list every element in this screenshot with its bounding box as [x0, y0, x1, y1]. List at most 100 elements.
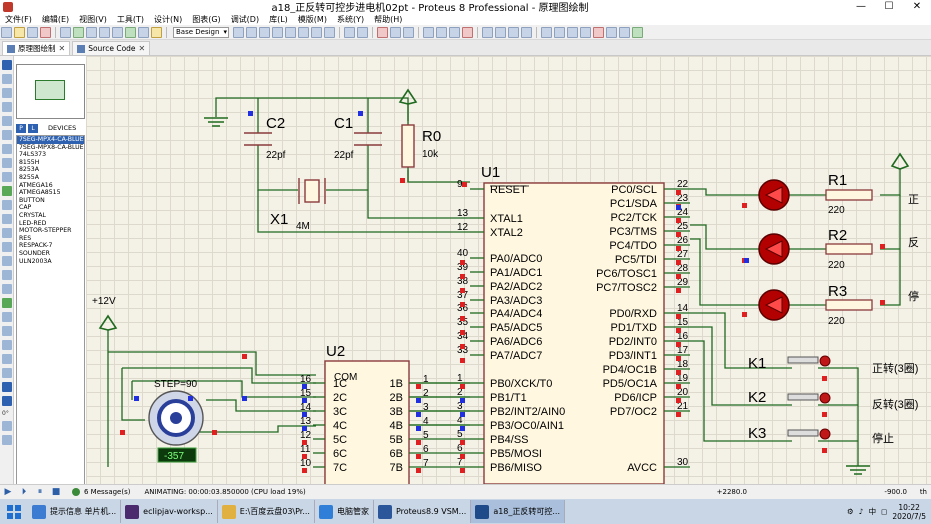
zoom-all-icon[interactable] — [311, 26, 322, 38]
message-count[interactable]: 6 Message(s) — [84, 488, 131, 496]
remove-sheet-icon[interactable] — [593, 26, 604, 38]
device-list-item[interactable]: ATMEGA16 — [19, 181, 53, 189]
zoom-in-icon[interactable] — [285, 26, 296, 38]
subcircuit-icon[interactable] — [2, 144, 12, 154]
junction-icon[interactable] — [2, 88, 12, 98]
device-list-item[interactable]: LED-RED — [19, 219, 47, 227]
led-resistor[interactable] — [825, 299, 873, 311]
device-list-item[interactable]: 8255A — [19, 173, 39, 181]
zoom-area-icon[interactable] — [324, 26, 335, 38]
bom-icon[interactable] — [125, 26, 136, 38]
paste-icon[interactable] — [403, 26, 414, 38]
arc-icon[interactable] — [2, 312, 12, 322]
taskbar-item[interactable]: Proteus8.9 VSM... — [374, 500, 472, 523]
path-icon[interactable] — [2, 326, 12, 336]
device-list-item[interactable]: 74LS373 — [19, 151, 47, 159]
close-button[interactable]: ✕ — [912, 1, 922, 12]
pause-icon[interactable]: ⏸ — [37, 487, 43, 497]
pcb-icon[interactable] — [86, 26, 97, 38]
device-list-item[interactable]: ATMEGA8515 — [19, 189, 61, 197]
marker-icon[interactable] — [2, 368, 12, 378]
current-probe-icon[interactable] — [2, 242, 12, 252]
menu-tools[interactable]: 工具(T) — [116, 14, 144, 24]
wire-autorouter-icon[interactable] — [541, 26, 552, 38]
wire-label-icon[interactable] — [2, 102, 12, 112]
menu-library[interactable]: 库(L) — [269, 14, 288, 24]
menu-system[interactable]: 系统(Y) — [336, 14, 365, 24]
device-list-item[interactable]: BUTTON — [19, 196, 45, 204]
copy-icon[interactable] — [390, 26, 401, 38]
button-cap[interactable] — [787, 429, 819, 437]
step-icon[interactable]: ⏵ — [21, 487, 27, 497]
device-list-item[interactable]: 7SEG-MPX4-CA-BLUE — [17, 136, 84, 144]
redo-icon[interactable] — [357, 26, 368, 38]
menu-design[interactable]: 设计(N) — [154, 14, 183, 24]
block-move-icon[interactable] — [436, 26, 447, 38]
graph-icon[interactable] — [2, 186, 12, 196]
device-list-item[interactable]: CAP — [19, 204, 32, 212]
buses-icon[interactable] — [2, 130, 12, 140]
mirror-x-icon[interactable] — [2, 421, 12, 431]
menu-edit[interactable]: 编辑(E) — [41, 14, 70, 24]
device-list-item[interactable]: MOTOR-STEPPER — [19, 227, 72, 235]
play-icon[interactable]: ▶ — [4, 487, 12, 497]
taskbar-item[interactable]: a18_正反转可控... — [471, 500, 566, 523]
tab-source-code[interactable]: Source Code ✕ — [72, 41, 151, 55]
text-icon[interactable] — [2, 340, 12, 350]
tray-settings-icon[interactable]: ⚙ — [847, 507, 854, 516]
box-icon[interactable] — [2, 284, 12, 294]
menu-file[interactable]: 文件(F) — [5, 14, 32, 24]
rotate-cw-icon[interactable] — [2, 382, 12, 392]
symbol-icon[interactable] — [2, 354, 12, 364]
library-manager-button[interactable]: L — [28, 123, 38, 133]
start-button[interactable] — [0, 499, 28, 524]
line-icon[interactable] — [2, 270, 12, 280]
help-icon[interactable] — [151, 26, 162, 38]
grid-icon[interactable] — [246, 26, 257, 38]
tab-schematic[interactable]: 原理图绘制 ✕ — [2, 41, 71, 55]
tray-ime-icon[interactable]: 中 — [868, 507, 877, 516]
virtual-instruments-icon[interactable] — [2, 256, 12, 266]
terminals-icon[interactable] — [2, 158, 12, 168]
menu-debug[interactable]: 调试(D) — [230, 14, 260, 24]
menu-graph[interactable]: 图表(G) — [192, 14, 221, 24]
new-file-icon[interactable] — [1, 26, 12, 38]
stepper-motor[interactable] — [148, 390, 204, 446]
menu-view[interactable]: 视图(V) — [79, 14, 107, 24]
device-list-item[interactable]: RES — [19, 234, 32, 242]
component-mode-icon[interactable] — [2, 74, 12, 84]
pick-device-button[interactable]: P — [16, 123, 26, 133]
overview-window[interactable] — [16, 64, 85, 119]
property-assign-icon[interactable] — [567, 26, 578, 38]
device-pins-icon[interactable] — [2, 172, 12, 182]
u2-driver[interactable] — [324, 360, 410, 484]
save-icon[interactable] — [27, 26, 38, 38]
menu-help[interactable]: 帮助(H) — [374, 14, 403, 24]
generator-icon[interactable] — [2, 214, 12, 224]
button-cap[interactable] — [787, 356, 819, 364]
gerber-icon[interactable] — [112, 26, 123, 38]
origin-icon[interactable] — [259, 26, 270, 38]
device-list-item[interactable]: 8155H — [19, 158, 40, 166]
circle-icon[interactable] — [2, 298, 12, 308]
3d-icon[interactable] — [99, 26, 110, 38]
pan-icon[interactable] — [272, 26, 283, 38]
undo-icon[interactable] — [344, 26, 355, 38]
refresh-icon[interactable] — [233, 26, 244, 38]
maximize-button[interactable]: ☐ — [884, 1, 894, 12]
stop-icon[interactable]: ■ — [51, 487, 61, 497]
new-sheet-icon[interactable] — [580, 26, 591, 38]
tray-notification-icon[interactable]: ◻ — [881, 507, 888, 516]
device-list-item[interactable]: 7SEG-MPX8-CA-BLUE — [19, 143, 84, 151]
block-copy-icon[interactable] — [423, 26, 434, 38]
taskbar-item[interactable]: E:\百度云盘03\Pr... — [218, 500, 315, 523]
home-icon[interactable] — [60, 26, 71, 38]
taskbar-item[interactable]: 提示信息 单片机... — [28, 500, 122, 523]
cut-icon[interactable] — [377, 26, 388, 38]
taskbar-item[interactable]: 电脑管家 — [315, 500, 374, 523]
search-icon[interactable] — [554, 26, 565, 38]
open-folder-icon[interactable] — [14, 26, 25, 38]
close-project-icon[interactable] — [40, 26, 51, 38]
goto-sheet-icon[interactable] — [606, 26, 617, 38]
